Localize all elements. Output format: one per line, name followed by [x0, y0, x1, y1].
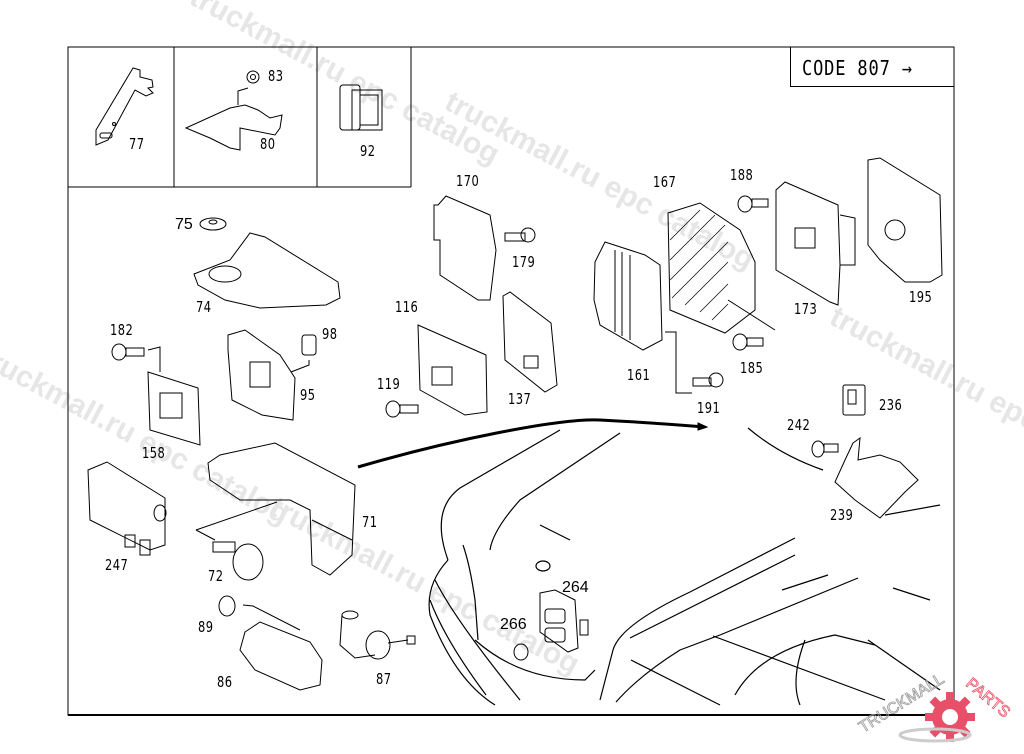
part-188-drawing — [737, 195, 769, 213]
callout-161[interactable]: 161 — [627, 366, 651, 384]
part-98-drawing — [301, 334, 317, 356]
callout-92[interactable]: 92 — [360, 142, 376, 160]
part-74-drawing — [193, 232, 341, 309]
callout-119[interactable]: 119 — [377, 375, 401, 393]
part-247-drawing — [87, 461, 167, 556]
callout-116[interactable]: 116 — [395, 298, 419, 316]
callout-170[interactable]: 170 — [456, 172, 480, 190]
part-92-drawing — [339, 84, 383, 131]
vehicle-outline — [428, 427, 941, 706]
part-185-drawing — [732, 333, 764, 351]
callout-167[interactable]: 167 — [653, 173, 677, 191]
callout-74[interactable]: 74 — [196, 298, 212, 316]
callout-95[interactable]: 95 — [300, 386, 316, 404]
code-807-link[interactable]: CODE 807 → — [802, 56, 913, 80]
gear-icon — [925, 692, 975, 742]
callout-264[interactable]: 264 — [562, 579, 589, 596]
callout-98[interactable]: 98 — [322, 325, 338, 343]
part-161-drawing — [593, 241, 663, 351]
part-167-drawing — [667, 202, 756, 334]
code-box — [790, 47, 954, 87]
callout-71[interactable]: 71 — [362, 513, 378, 531]
part-116-drawing — [417, 324, 488, 416]
callout-239[interactable]: 239 — [830, 506, 854, 524]
callout-86[interactable]: 86 — [217, 673, 233, 691]
callout-182[interactable]: 182 — [110, 321, 134, 339]
callout-173[interactable]: 173 — [794, 300, 818, 318]
part-87-drawing — [339, 610, 416, 660]
callout-72[interactable]: 72 — [208, 567, 224, 585]
callout-179[interactable]: 179 — [512, 253, 536, 271]
callout-87[interactable]: 87 — [376, 670, 392, 688]
arrow-right-icon: → — [901, 56, 913, 80]
part-89-drawing — [218, 595, 236, 617]
part-77-drawing — [95, 67, 154, 146]
callout-242[interactable]: 242 — [787, 416, 811, 434]
callout-185[interactable]: 185 — [740, 359, 764, 377]
part-264-drawing — [539, 589, 589, 653]
part-170-drawing — [433, 195, 497, 301]
part-72-drawing — [195, 501, 278, 581]
callout-137[interactable]: 137 — [508, 390, 532, 408]
code-label: CODE 807 — [802, 56, 891, 80]
callout-236[interactable]: 236 — [879, 396, 903, 414]
part-266-drawing — [513, 643, 529, 661]
callout-266[interactable]: 266 — [500, 616, 527, 633]
part-86-drawing — [239, 621, 323, 691]
callout-191[interactable]: 191 — [697, 399, 721, 417]
callout-80[interactable]: 80 — [260, 135, 276, 153]
callout-247[interactable]: 247 — [105, 556, 129, 574]
part-137-drawing — [502, 291, 558, 393]
part-242-drawing — [811, 440, 839, 458]
callout-158[interactable]: 158 — [142, 444, 166, 462]
part-95-drawing — [227, 329, 296, 421]
callout-188[interactable]: 188 — [730, 166, 754, 184]
callout-195[interactable]: 195 — [909, 288, 933, 306]
arrow-line — [357, 418, 706, 469]
truckmallparts-logo: TRUCKMALL PARTS — [855, 655, 1024, 750]
callout-75[interactable]: 75 — [175, 216, 193, 233]
part-195-drawing — [867, 157, 943, 283]
callout-89[interactable]: 89 — [198, 618, 214, 636]
callout-77[interactable]: 77 — [129, 135, 145, 153]
part-158-drawing — [147, 371, 201, 446]
part-119-drawing — [385, 400, 419, 418]
part-182-drawing — [111, 343, 145, 361]
part-191-drawing — [692, 372, 724, 388]
part-71-drawing — [207, 442, 356, 576]
part-179-drawing — [504, 227, 536, 243]
diagram-frame — [67, 46, 955, 716]
part-239-drawing — [834, 436, 919, 519]
part-236-drawing — [842, 384, 866, 416]
part-80-drawing — [184, 70, 283, 151]
callout-83[interactable]: 83 — [268, 67, 284, 85]
part-173-drawing — [775, 181, 856, 306]
